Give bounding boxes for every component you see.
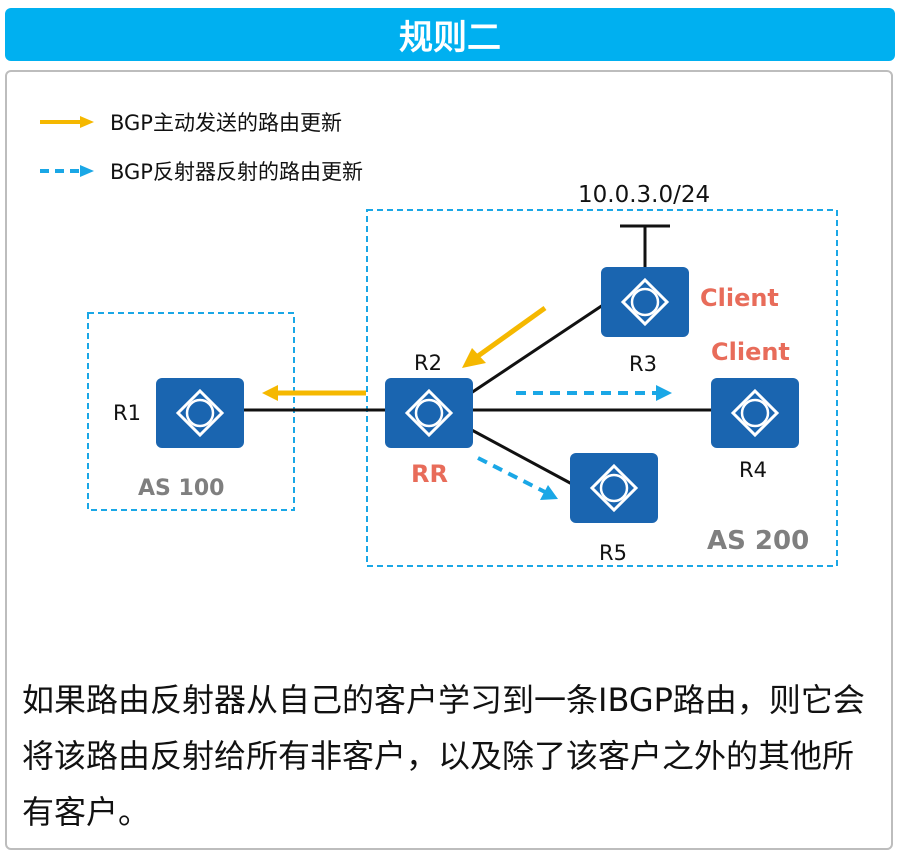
as-200-box [366, 209, 838, 567]
router-label-r1: R1 [113, 401, 141, 425]
router-r3 [599, 265, 691, 339]
router-icon [568, 451, 660, 525]
router-icon [599, 265, 691, 339]
network-label: 10.0.3.0/24 [578, 182, 710, 208]
page-title: 规则二 [399, 18, 501, 58]
router-icon [154, 376, 246, 450]
network-diagram: BGP主动发送的路由更新 BGP反射器反射的路由更新 10.0.3.0/24 R… [40, 111, 838, 567]
arrow-r3-to-r2 [462, 305, 547, 368]
legend: BGP主动发送的路由更新 BGP反射器反射的路由更新 [40, 111, 363, 184]
legend-dashed-label: BGP反射器反射的路由更新 [110, 160, 363, 184]
router-r2 [383, 376, 475, 450]
role-label-client-r4: Client [711, 338, 790, 366]
router-icon [383, 376, 475, 450]
role-label-rr: RR [411, 460, 448, 488]
arrow-r2-to-r5 [477, 456, 558, 500]
router-r5 [568, 451, 660, 525]
legend-solid-label: BGP主动发送的路由更新 [110, 111, 342, 135]
router-label-r3: R3 [629, 352, 657, 376]
arrow-r2-to-r1 [262, 385, 366, 401]
links [242, 303, 714, 486]
caption-text: 如果路由反射器从自己的客户学习到一条IBGP路由，则它会将该路由反射给所有非客户… [22, 681, 865, 831]
router-label-r2: R2 [414, 351, 442, 375]
router-r1 [154, 376, 246, 450]
title-bar: 规则二 [5, 8, 895, 61]
link-r2-r5 [467, 426, 573, 486]
content-panel [5, 70, 893, 850]
role-label-client-r3: Client [700, 284, 779, 312]
arrow-dashed-icon [40, 165, 94, 177]
arrow-r2-to-r4 [516, 385, 672, 401]
arrow-solid-icon [40, 116, 94, 128]
router-label-r4: R4 [739, 458, 767, 482]
router-r4 [709, 376, 801, 450]
router-icon [709, 376, 801, 450]
link-r2-r3 [467, 303, 604, 397]
as-200-label: AS 200 [707, 526, 809, 556]
as-100-label: AS 100 [138, 476, 224, 501]
router-label-r5: R5 [599, 541, 627, 565]
